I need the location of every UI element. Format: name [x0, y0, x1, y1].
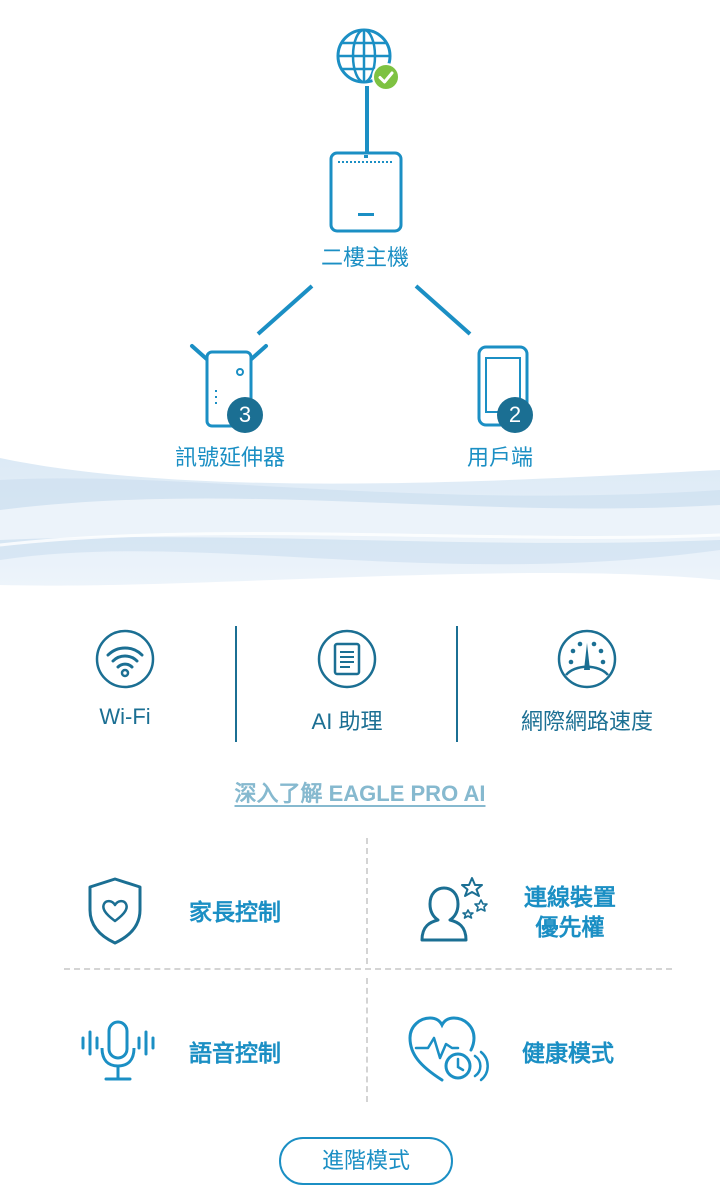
advanced-mode-button[interactable]: 進階模式	[279, 1137, 453, 1185]
health-heart-icon	[408, 1016, 489, 1082]
health-mode-label: 健康模式	[522, 1040, 614, 1066]
main-router-icon[interactable]	[328, 150, 404, 234]
client-label: 用戶端	[466, 445, 533, 470]
feature-ai-assistant-label: AI 助理	[311, 709, 383, 734]
voice-control-tile[interactable]: 語音控制	[64, 990, 360, 1100]
priority-user-icon	[420, 877, 488, 942]
health-mode-tile[interactable]: 健康模式	[372, 990, 672, 1100]
assistant-icon	[317, 629, 377, 689]
grid-divider-vertical	[366, 838, 368, 964]
grid-divider-horizontal	[64, 968, 672, 970]
feature-divider	[456, 626, 458, 742]
wifi-icon	[95, 629, 155, 689]
parental-control-tile[interactable]: 家長控制	[64, 850, 360, 960]
feature-wifi-label: Wi-Fi	[99, 704, 151, 729]
voice-control-label: 語音控制	[189, 1040, 281, 1066]
topology-links	[256, 284, 472, 336]
speedometer-icon	[557, 629, 617, 689]
wave-background	[0, 458, 720, 586]
feature-internet-speed-label: 網際網路速度	[520, 709, 653, 734]
microphone-icon	[81, 1020, 155, 1081]
device-priority-label-line1: 連線裝置	[524, 884, 616, 910]
feature-ai-assistant[interactable]: AI 助理	[227, 628, 467, 736]
client-count-badge: 2	[497, 397, 533, 433]
device-priority-label-line2: 優先權	[535, 914, 605, 940]
internet-link-line	[365, 86, 369, 152]
device-priority-label: 連線裝置 優先權	[520, 882, 620, 942]
online-check-icon	[372, 63, 400, 91]
learn-more-link[interactable]: 深入了解 EAGLE PRO AI	[234, 781, 486, 806]
feature-divider	[235, 626, 237, 742]
grid-divider-vertical	[366, 978, 368, 1102]
feature-wifi[interactable]: Wi-Fi	[5, 628, 245, 730]
extender-label: 訊號延伸器	[174, 445, 285, 470]
main-router-label: 二樓主機	[320, 245, 409, 270]
shield-heart-icon	[88, 877, 142, 945]
extender-count-badge: 3	[227, 397, 263, 433]
parental-control-label: 家長控制	[189, 899, 281, 925]
feature-internet-speed[interactable]: 網際網路速度	[467, 628, 707, 736]
network-topology: 二樓主機 3 訊號延伸器 2 用戶端	[0, 28, 720, 586]
device-priority-tile[interactable]: 連線裝置 優先權	[372, 850, 672, 960]
